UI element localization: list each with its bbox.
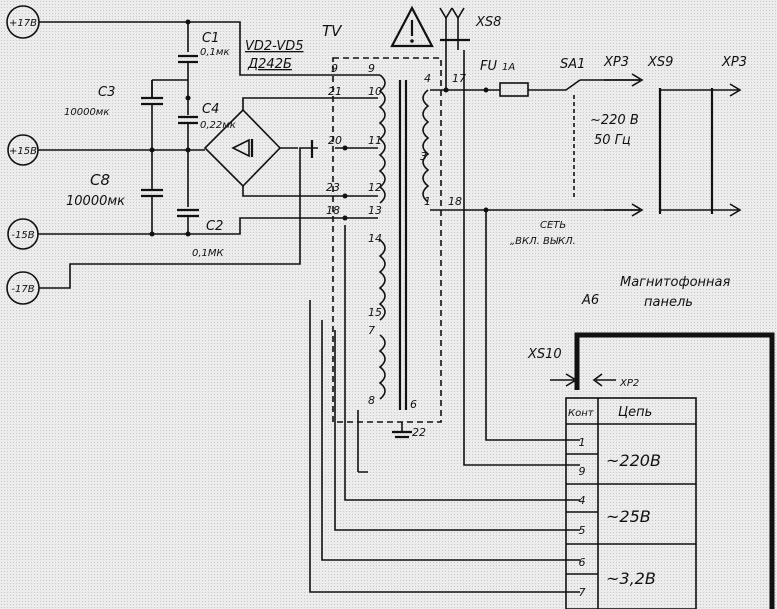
mains-switch-state: „ВКЛ. ВЫКЛ.: [510, 236, 576, 247]
svg-text:8: 8: [368, 394, 375, 407]
svg-text:18: 18: [448, 195, 462, 208]
c2-label: C2: [206, 219, 223, 234]
svg-text:17: 17: [452, 72, 466, 85]
capacitor-c2: C2 0,1МК: [177, 150, 225, 259]
capacitor-c8: C8 10000мк: [66, 150, 163, 237]
svg-text:4: 4: [424, 72, 431, 85]
svg-text:-17В: -17В: [11, 284, 34, 295]
warning-triangle-icon: [390, 5, 434, 48]
mains-voltage: ~220 В: [590, 113, 639, 128]
svg-text:7: 7: [579, 586, 586, 599]
panel-a6: Магнитофонная панель A6 XS10 XP2 Конт Це…: [527, 275, 775, 609]
svg-text:14: 14: [368, 232, 382, 245]
mains-switch-label: СЕТЬ: [540, 220, 566, 231]
svg-text:21: 21: [328, 85, 342, 98]
panel-row-4: 4 ~25В: [579, 494, 651, 526]
c3-value: 10000мк: [64, 107, 109, 118]
capacitor-c1: C1 0,1мк: [178, 19, 230, 98]
svg-text:4: 4: [579, 494, 586, 507]
terminal-minus-15: -15В: [7, 218, 39, 250]
svg-text:6: 6: [579, 556, 586, 569]
fuse-value: 1А: [502, 62, 515, 73]
capacitor-c3: C3 10000мк: [64, 80, 163, 153]
mains-frequency: 50 Гц: [594, 133, 631, 148]
c1-label: C1: [202, 31, 219, 46]
svg-text:9: 9: [331, 62, 338, 75]
c1-value: 0,1мк: [200, 47, 230, 58]
terminal-minus-17: -17В: [6, 271, 40, 305]
panel-row-9: 9: [579, 465, 586, 478]
svg-text:12: 12: [368, 181, 382, 194]
svg-text:15: 15: [368, 306, 382, 319]
svg-text:~3,2В: ~3,2В: [606, 569, 656, 588]
supply-wires: [38, 21, 335, 289]
transformer-label: TV: [322, 22, 343, 40]
svg-text:20: 20: [328, 134, 342, 147]
xp3-right-label: XP3: [721, 55, 747, 70]
c8-label: C8: [90, 171, 110, 189]
c8-value: 10000мк: [66, 194, 125, 209]
svg-text:~25В: ~25В: [606, 507, 651, 526]
xp3-left-label: XP3: [603, 55, 629, 70]
transformer-tv: TV 9 21 20 23 18 9 10 11 12 13 14 15 7 8…: [320, 22, 466, 439]
xs8-label: XS8: [475, 15, 501, 30]
svg-text:1: 1: [424, 195, 431, 208]
bridge-type: Д242Б: [247, 57, 292, 72]
svg-text:23: 23: [326, 181, 340, 194]
svg-text:18: 18: [326, 204, 340, 217]
svg-text:13: 13: [368, 204, 382, 217]
harness-wires: [309, 50, 580, 593]
xs9-label: XS9: [647, 55, 673, 70]
svg-text:22: 22: [412, 426, 426, 439]
bridge-label: VD2-VD5: [245, 39, 304, 54]
mains-circuit: XS8 FU 1А SA1 XP3 XS9 XP3 ~220 В 50 Гц С…: [430, 7, 747, 247]
c2-value: 0,1МК: [192, 248, 225, 259]
panel-row-7: 7: [579, 586, 586, 599]
svg-text:6: 6: [410, 398, 417, 411]
sa1-label: SA1: [560, 57, 585, 72]
svg-text:5: 5: [579, 524, 586, 537]
capacitor-c4: C4 0,22мк: [178, 98, 236, 150]
c4-label: C4: [202, 102, 219, 117]
svg-text:10: 10: [368, 85, 382, 98]
panel-ref: A6: [581, 293, 599, 308]
svg-text:+15В: +15В: [9, 146, 37, 157]
panel-header-circuit: Цепь: [618, 405, 652, 420]
svg-text:+17В: +17В: [9, 18, 37, 29]
terminal-plus-15: +15В: [7, 134, 39, 166]
svg-text:3: 3: [420, 150, 427, 163]
c4-value: 0,22мк: [200, 120, 236, 131]
panel-title-line1: Магнитофонная: [620, 275, 731, 290]
terminal-plus-17: +17В: [6, 5, 40, 39]
svg-text:11: 11: [368, 134, 382, 147]
panel-row-6: 6 ~3,2В: [579, 556, 656, 588]
panel-title-line2: панель: [644, 295, 693, 310]
svg-text:7: 7: [368, 324, 375, 337]
svg-text:~220В: ~220В: [606, 451, 661, 470]
svg-text:9: 9: [368, 62, 375, 75]
panel-header-contact: Конт: [568, 408, 595, 419]
c3-label: C3: [98, 85, 115, 100]
panel-row-5: 5: [579, 524, 586, 537]
panel-plug-label: XP2: [619, 378, 639, 389]
diode-bridge: VD2-VD5 Д242Б: [203, 39, 335, 197]
svg-text:-15В: -15В: [11, 230, 34, 241]
svg-text:9: 9: [579, 465, 586, 478]
svg-text:1: 1: [579, 436, 586, 449]
panel-row-1: 1 ~220В: [579, 436, 661, 470]
fuse-label: FU: [480, 59, 497, 74]
panel-socket-label: XS10: [527, 347, 562, 362]
